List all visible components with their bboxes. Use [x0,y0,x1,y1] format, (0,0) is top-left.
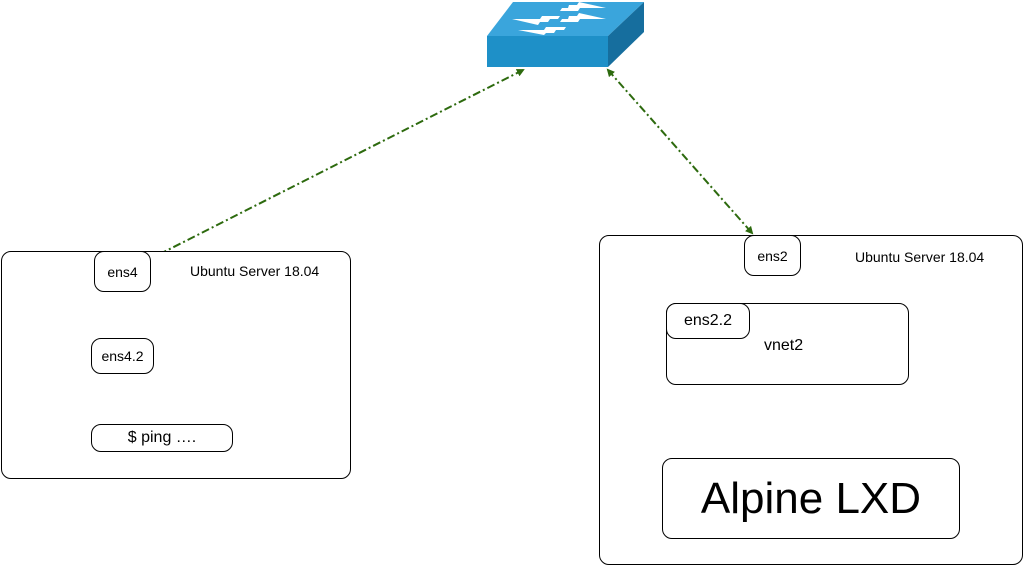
alpine-lxd-container: Alpine LXD [662,458,960,539]
left-nic-label: ens4 [107,263,138,280]
left-nic-ens4: ens4 [94,251,151,292]
link-switch-ens4 [150,69,525,259]
link-switch-ens2 [606,68,754,235]
right-nic-ens2: ens2 [744,235,801,276]
left-host-title: Ubuntu Server 18.04 [190,263,320,279]
ping-command-box: $ ping …. [91,424,233,452]
right-vlan-ens2-2: ens2.2 [666,303,750,339]
left-vlan-ens4-2: ens4.2 [91,338,154,374]
right-nic-label: ens2 [757,247,788,264]
vnet2-label: vnet2 [764,337,804,354]
alpine-lxd-label: Alpine LXD [700,473,922,523]
ping-command-label: $ ping …. [127,429,197,446]
right-vlan-label: ens2.2 [683,312,733,329]
right-host-title: Ubuntu Server 18.04 [855,249,985,265]
left-vlan-label: ens4.2 [101,348,144,364]
